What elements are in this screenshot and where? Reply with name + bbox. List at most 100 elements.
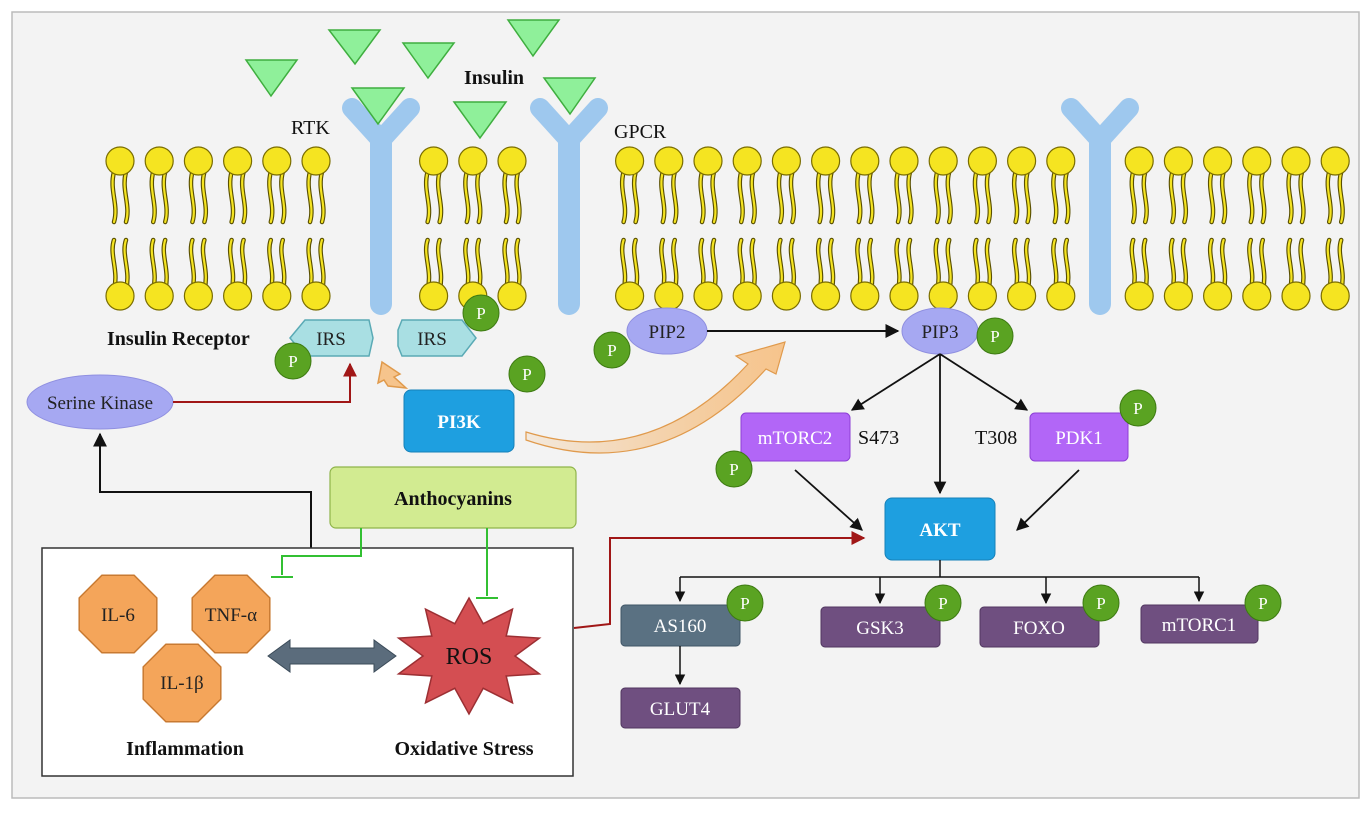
gsk3-label: GSK3: [856, 618, 904, 639]
anthocyanins-label: Anthocyanins: [394, 488, 512, 510]
lipid: [928, 146, 958, 311]
il6-label: IL-6: [101, 605, 135, 626]
lipid: [771, 146, 802, 311]
insulin-triangle: [506, 19, 561, 58]
lipid: [1242, 146, 1272, 311]
gsk3-node: GSK3: [820, 606, 941, 648]
lipid: [1202, 146, 1233, 311]
insulin-triangle: [542, 77, 597, 116]
receptor-right: [1061, 98, 1139, 315]
phospho-label: P: [1258, 594, 1267, 613]
akt-node: AKT: [884, 497, 996, 561]
irs-left-label: IRS: [316, 329, 346, 350]
as160-label: AS160: [654, 616, 707, 637]
t308-label: T308: [975, 427, 1017, 449]
pdk1-label: PDK1: [1055, 428, 1103, 449]
insulin-receptor-label: Insulin Receptor: [107, 328, 250, 350]
arrow-serine-kinase-irs: [173, 362, 357, 403]
cytokine-octagon: [78, 574, 158, 654]
lipid: [654, 146, 684, 311]
arrow-pip3-pdk1: [939, 353, 1029, 411]
phospho-badge: P: [462, 294, 500, 332]
inhibition-lines: [271, 528, 498, 599]
tnfa-label: TNF-α: [205, 605, 257, 626]
phospho-label: P: [1096, 594, 1105, 613]
as160-node: AS160: [620, 604, 741, 647]
phospho-badge: P: [274, 342, 312, 380]
lipid: [458, 146, 488, 311]
lipid: [262, 146, 292, 311]
pi3k-node: PI3K: [403, 389, 515, 453]
lipid: [419, 146, 449, 311]
phospho-badge: P: [593, 331, 631, 369]
rtk-receptor: [342, 98, 420, 315]
arrow-pip3-mtorc2: [850, 353, 941, 411]
phospho-label: P: [607, 341, 616, 360]
inflammation-label: Inflammation: [126, 738, 244, 760]
arrow-inflammation-serine-kinase: [93, 432, 312, 548]
arrow-ros-akt: [573, 531, 866, 629]
glut4-label: GLUT4: [650, 699, 711, 720]
arrow-pdk1-akt: [1016, 469, 1080, 531]
lipid: [1006, 146, 1037, 311]
gpcr-label: GPCR: [614, 121, 667, 143]
phospho-label: P: [990, 327, 999, 346]
phospho-label: P: [522, 365, 531, 384]
gpcr-receptor: [530, 98, 608, 315]
lipid: [810, 146, 841, 311]
lipid: [693, 146, 723, 311]
pip3-label: PIP3: [922, 322, 959, 343]
lipid: [850, 146, 880, 311]
arrow-mtorc2-akt: [794, 469, 863, 531]
phospho-badge: P: [976, 317, 1014, 355]
insulin-molecules: [244, 19, 597, 140]
lipid: [183, 146, 213, 311]
mtorc1-node: mTORC1: [1140, 604, 1259, 644]
phospho-badge: P: [1082, 584, 1120, 622]
ros-star: [396, 596, 542, 716]
cell-membrane: [105, 146, 1350, 311]
phospho-label: P: [288, 352, 297, 371]
lipid: [614, 146, 645, 311]
irs-right-node: IRS: [397, 319, 477, 357]
phospho-badge: P: [726, 584, 764, 622]
insulin-triangle: [401, 42, 456, 80]
arrow-pi3k-pip2-pip3: [525, 341, 786, 454]
cytokine-octagon: [142, 643, 222, 723]
phospho-label: P: [1133, 399, 1142, 418]
lipid: [301, 146, 331, 311]
lipid: [1046, 146, 1076, 311]
lipid: [967, 146, 998, 311]
phospho-label: P: [729, 460, 738, 479]
il1b-label: IL-1β: [160, 673, 203, 694]
foxo-label: FOXO: [1013, 618, 1065, 639]
insulin-triangle: [244, 59, 299, 98]
double-arrow-inflammation-ros: [267, 639, 397, 673]
mtorc1-label: mTORC1: [1162, 615, 1237, 636]
akt-label: AKT: [919, 520, 961, 541]
insulin-triangle: [327, 29, 382, 66]
pathway-arrows: [93, 324, 1205, 686]
cytokine-octagon: [191, 574, 271, 654]
lipid: [497, 146, 527, 311]
ros-label: ROS: [446, 644, 493, 670]
phospho-label: P: [740, 594, 749, 613]
lipid: [1124, 146, 1154, 311]
phospho-badge: P: [508, 355, 546, 393]
irs-right-label: IRS: [417, 329, 447, 350]
pi3k-label: PI3K: [437, 412, 481, 433]
pip2-label: PIP2: [649, 322, 686, 343]
phospho-badge: P: [1119, 389, 1157, 427]
inhibit-inflammation: [281, 528, 362, 575]
phospho-label: P: [476, 304, 485, 323]
insulin-triangle: [350, 87, 406, 126]
mtorc2-label: mTORC2: [758, 428, 833, 449]
glut4-node: GLUT4: [620, 687, 741, 729]
lipid: [144, 146, 174, 311]
lipid: [1320, 146, 1350, 311]
pdk1-node: PDK1: [1029, 412, 1129, 462]
lipid: [1163, 146, 1194, 311]
phospho-badge: P: [1244, 584, 1282, 622]
